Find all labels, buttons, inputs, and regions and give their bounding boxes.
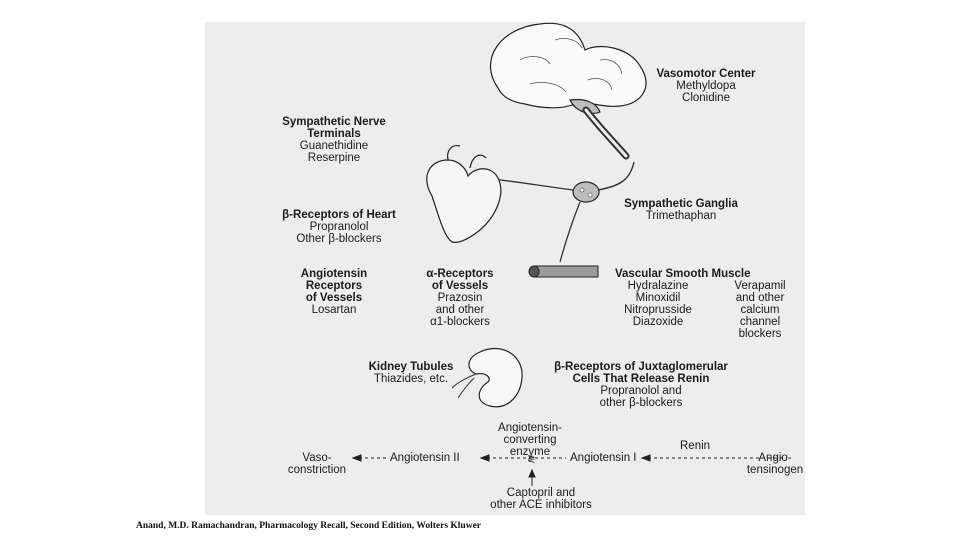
other-beta-blockers-text: Other β-blockers <box>296 233 382 245</box>
vascular-title: Vascular Smooth Muscle <box>615 268 751 280</box>
ace-text1: Angiotensin- <box>498 422 562 434</box>
angio-text: Angio- <box>758 452 792 464</box>
and-other-alpha-text: and other <box>435 304 485 316</box>
inhibition-symbol: ≷ <box>527 454 535 465</box>
thiazides-text: Thiazides, etc. <box>373 373 449 385</box>
angiotensin-rec-title1: Angiotensin <box>300 268 368 280</box>
kidney-label: Kidney Tubules Thiazides, etc. <box>356 361 466 385</box>
angiotensinogen-label: Angio- tensinogen <box>740 452 810 476</box>
minoxidil-text: Minoxidil <box>635 292 681 304</box>
hydralazine-text: Hydralazine <box>627 280 689 292</box>
ace-inhibitors-label: Captopril and other ACE inhibitors <box>476 487 606 511</box>
renin-label: Renin <box>680 440 711 452</box>
vasomotor-title: Vasomotor Center <box>656 68 756 80</box>
fiber-to-vessel <box>559 201 581 263</box>
ganglia-label: Sympathetic Ganglia Trimethaphan <box>606 198 756 222</box>
nitroprusside-text: Nitroprusside <box>624 304 692 316</box>
captopril-text: Captopril and <box>506 487 576 499</box>
prazosin-text: Prazosin <box>437 292 483 304</box>
scanned-page <box>205 22 805 515</box>
sympathetic-nerve-title1: Sympathetic Nerve <box>282 116 386 128</box>
source-caption: Anand, M.D. Ramachandran, Pharmacology R… <box>136 521 481 531</box>
juxta-title1: β-Receptors of Juxtaglomerular <box>554 361 728 373</box>
sympathetic-nerve-label: Sympathetic Nerve Terminals Guanethidine… <box>264 116 404 164</box>
methyldopa-text: Methyldopa <box>676 80 736 92</box>
vasomotor-center-label: Vasomotor Center Methyldopa Clonidine <box>646 68 766 104</box>
heart-illustration <box>426 145 502 243</box>
trimethaphan-text: Trimethaphan <box>645 210 717 222</box>
vascular-drugs-right: Verapamil and other calcium channel bloc… <box>722 280 798 340</box>
propranolol-juxta-text: Propranolol and <box>600 385 682 397</box>
calcium-text: calcium <box>740 304 780 316</box>
channel-text: channel <box>739 316 781 328</box>
angiotensin-receptors-label: Angiotensin Receptors of Vessels Losarta… <box>284 268 384 316</box>
guanethidine-text: Guanethidine <box>299 140 369 152</box>
alpha1-blockers-text: α1-blockers <box>430 316 490 328</box>
and-other-ccb-text: and other <box>735 292 785 304</box>
blood-vessel-illustration <box>528 265 599 278</box>
beta-heart-label: β-Receptors of Heart Propranolol Other β… <box>264 209 414 245</box>
alpha-rec-title2: of Vessels <box>431 280 489 292</box>
brain-illustration <box>489 22 647 115</box>
propranolol-heart-text: Propranolol <box>309 221 369 233</box>
ace-inhibitors-text: other ACE inhibitors <box>490 499 592 511</box>
other-beta-juxta-text: other β-blockers <box>599 397 683 409</box>
diazoxide-text: Diazoxide <box>632 316 684 328</box>
clonidine-text: Clonidine <box>682 92 730 104</box>
angiotensin-ii-label: Angiotensin II <box>390 452 460 464</box>
kidney-title: Kidney Tubules <box>368 361 454 373</box>
angiotensin-i-label: Angiotensin I <box>570 452 637 464</box>
constriction-text: constriction <box>287 464 347 476</box>
blockers-text: blockers <box>738 328 782 340</box>
losartan-text: Losartan <box>311 304 357 316</box>
ace-text3: enzyme <box>509 446 551 458</box>
vascular-drugs-left: Hydralazine Minoxidil Nitroprusside Diaz… <box>608 280 708 328</box>
tensinogen-text: tensinogen <box>746 464 804 476</box>
juxta-title2: Cells That Release Renin <box>572 373 710 385</box>
angiotensin-rec-title3: of Vessels <box>305 292 363 304</box>
juxta-label: β-Receptors of Juxtaglomerular Cells Tha… <box>526 361 756 409</box>
ras-arrows <box>351 454 783 486</box>
preganglionic-fiber <box>597 161 635 191</box>
alpha-receptors-label: α-Receptors of Vessels Prazosin and othe… <box>410 268 510 328</box>
reserpine-text: Reserpine <box>307 152 361 164</box>
alpha-rec-title1: α-Receptors <box>426 268 494 280</box>
angiotensin-rec-title2: Receptors <box>305 280 363 292</box>
beta-heart-title: β-Receptors of Heart <box>282 209 396 221</box>
vaso-text: Vaso- <box>302 452 332 464</box>
verapamil-text: Verapamil <box>734 280 786 292</box>
kidney-illustration <box>451 347 523 408</box>
ganglion-illustration <box>572 181 600 203</box>
ganglia-title: Sympathetic Ganglia <box>624 198 738 210</box>
ace-label: Angiotensin- converting enzyme <box>480 422 580 458</box>
vasoconstriction-label: Vaso- constriction <box>282 452 352 476</box>
sympathetic-nerve-title2: Terminals <box>307 128 361 140</box>
ace-text2: converting <box>503 434 557 446</box>
